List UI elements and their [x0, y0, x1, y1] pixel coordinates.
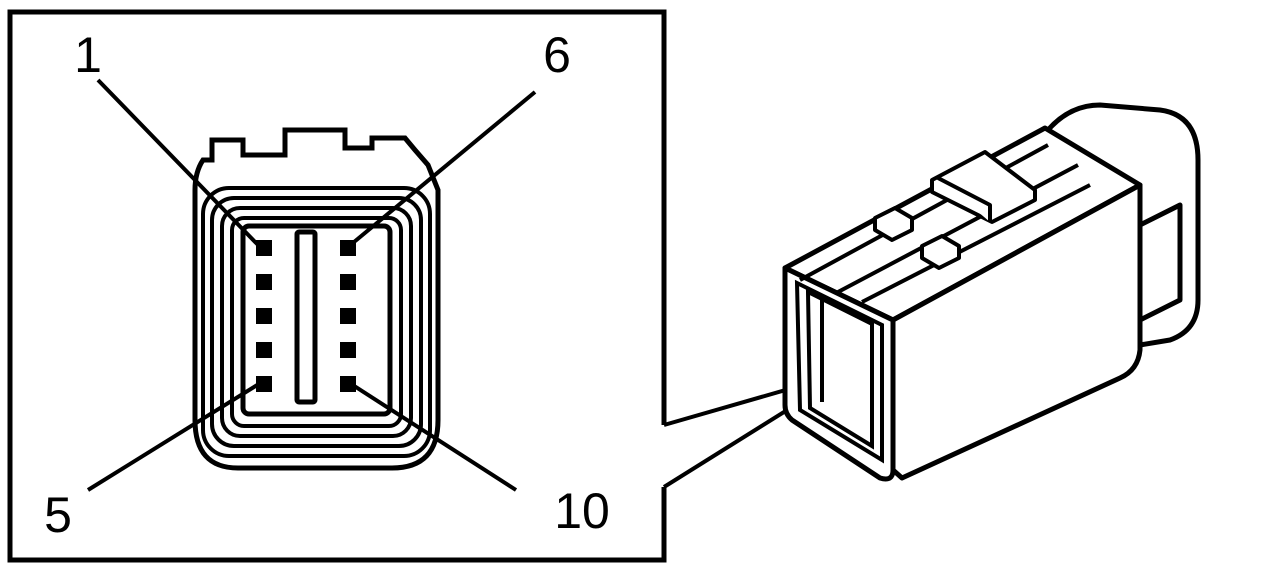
- inset-frame: [7, 9, 667, 563]
- callout-line-pin-6: [346, 90, 537, 249]
- latch-tab-1: [873, 206, 914, 242]
- face-outer-shell: [192, 127, 441, 471]
- face-wall-4: [230, 216, 403, 428]
- lock-latch: [930, 150, 1037, 224]
- face-wall-2: [210, 196, 423, 448]
- terminal-cavity-1: [256, 240, 272, 256]
- center-key-rib: [294, 229, 318, 405]
- terminal-cavity-4: [256, 342, 272, 358]
- latch-tab-2: [920, 234, 961, 270]
- callout-line-pin-10: [346, 380, 518, 492]
- rear-shroud: [1045, 102, 1201, 348]
- face-cavity: [240, 223, 393, 417]
- face-wall-3: [220, 206, 413, 438]
- pin-label-5: 5: [44, 487, 72, 543]
- pin-label-10: 10: [554, 483, 610, 539]
- face-wall-1: [201, 186, 432, 458]
- pin-label-1: 1: [74, 27, 102, 83]
- terminal-cavity-2: [256, 274, 272, 290]
- side-face: [890, 182, 1143, 481]
- terminal-cavity-7: [340, 274, 356, 290]
- callout-line-pin-1: [96, 78, 262, 249]
- pin-label-6: 6: [543, 27, 571, 83]
- callout-line-pin-5: [86, 380, 264, 492]
- connector-face: [192, 127, 441, 471]
- terminal-cavities: [256, 240, 356, 392]
- terminal-cavity-8: [340, 308, 356, 324]
- terminal-cavity-9: [340, 342, 356, 358]
- terminal-cavity-5: [256, 376, 272, 392]
- front-opening: [794, 279, 884, 464]
- terminal-cavity-3: [256, 308, 272, 324]
- top-details: [799, 143, 1091, 304]
- pin-callout-lines: [86, 78, 537, 492]
